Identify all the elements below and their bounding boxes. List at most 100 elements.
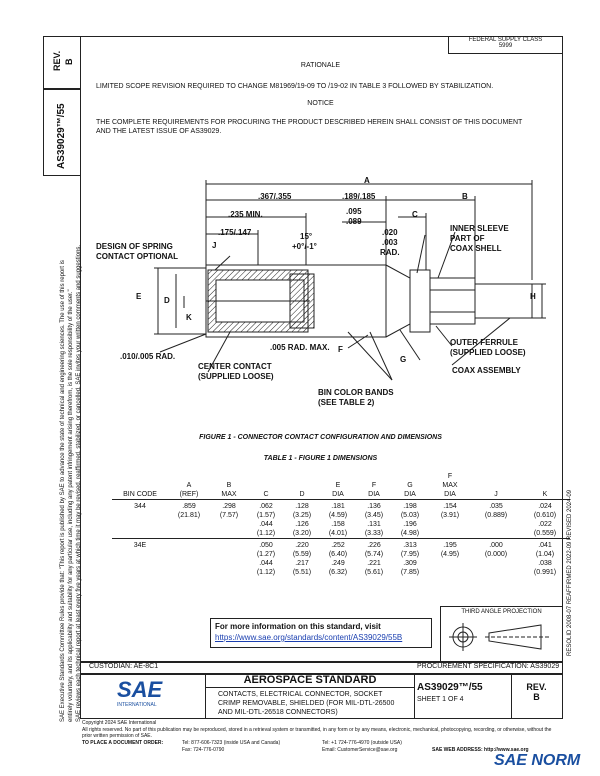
table-cell: .041 (1.04) .038 (0.991)	[533, 542, 557, 576]
table-cell: .226 (5.74) .221 (5.61)	[364, 542, 384, 576]
table-header-cell	[520, 472, 570, 481]
table-header-cell	[472, 481, 520, 490]
outer-ferrule-line2: (SUPPLIED LOOSE)	[450, 348, 526, 357]
spring-line1: DESIGN OF SPRING	[96, 242, 173, 251]
dim-15-tol: +0°/-1°	[292, 242, 317, 251]
table-cell: .050 (1.27) .044 (1.12)	[256, 542, 276, 576]
table-header-cell: F	[447, 473, 453, 480]
table-header-cell: DIA	[332, 491, 344, 498]
watermark: SAE NORM	[494, 752, 581, 769]
table-header-cell: BIN CODE	[123, 491, 157, 498]
table-row: 34E.050 (1.27) .044 (1.12).220 (5.59) .2…	[112, 538, 570, 578]
dim-c: C	[412, 210, 418, 219]
table-header-cell	[284, 481, 320, 490]
spring-label: DESIGN OF SPRING CONTACT OPTIONAL	[96, 242, 178, 262]
standard-description: CONTACTS, ELECTRICAL CONNECTOR, SOCKET C…	[218, 691, 395, 716]
dim-175: .175/.147	[218, 228, 252, 237]
table-header-cell: D	[299, 491, 305, 498]
rationale-text: LIMITED SCOPE REVISION REQUIRED TO CHANG…	[96, 83, 494, 90]
table-header-cell	[320, 472, 356, 481]
dim-15: 15°	[300, 232, 313, 241]
custodian-row: CUSTODIAN: AE-8C1 PROCUREMENT SPECIFICAT…	[80, 661, 563, 675]
table-cell: .198 (5.03) .196 (4.98)	[400, 503, 420, 537]
bands-line2: (SEE TABLE 2)	[318, 398, 375, 407]
procurement: PROCUREMENT SPECIFICATION: AS39029	[417, 663, 560, 670]
table-cell: .252 (6.40) .249 (6.32)	[328, 542, 348, 576]
center-contact-line1: CENTER CONTACT	[198, 362, 272, 371]
connector-drawing	[154, 180, 546, 381]
dim-e: E	[136, 292, 142, 301]
table-cell: .154 (3.91)	[440, 503, 460, 519]
title-rev: REV. B	[511, 674, 562, 718]
table-header-cell	[248, 481, 284, 490]
table-header-cell	[210, 472, 248, 481]
table-title: TABLE 1 - FIGURE 1 DIMENSIONS	[263, 455, 378, 462]
dim-g: G	[400, 355, 407, 364]
notice-text: THE COMPLETE REQUIREMENTS FOR PROCURING …	[96, 119, 523, 135]
dim-020: .020	[382, 228, 398, 237]
table-header-cell	[112, 481, 168, 490]
footer-tel: Tel: 877-606-7323 (inside USA and Canada…	[182, 739, 281, 746]
table-header-cell	[112, 472, 168, 481]
table-cell: .136 (3.45) .131 (3.33)	[364, 503, 384, 537]
table-cell: .128 (3.25) .126 (3.20)	[292, 503, 312, 537]
left-doc-id: AS39029™/55	[56, 103, 67, 169]
dim-h: H	[530, 292, 536, 301]
title-rev-label: REV.	[526, 682, 547, 692]
spring-line2: CONTACT OPTIONAL	[96, 252, 179, 261]
left-docid-box: AS39029™/55	[43, 88, 81, 176]
table-header-cell: F	[371, 482, 377, 489]
center-contact-line2: (SUPPLIED LOOSE)	[198, 372, 274, 381]
info-box-link[interactable]: https://www.sae.org/standards/content/AS…	[215, 633, 403, 642]
table-header-cell	[356, 472, 392, 481]
left-margin-notice-2: entirely voluntary, and its applicabilit…	[68, 289, 74, 722]
footer-rights: All rights reserved. No part of this pub…	[82, 726, 552, 740]
title-rev-value: B	[533, 692, 540, 702]
inner-sleeve-label: INNER SLEEVE PART OF COAX SHELL	[450, 224, 509, 254]
third-angle-label: THIRD ANGLE PROJECTION	[461, 609, 542, 615]
footer-order-label: TO PLACE A DOCUMENT ORDER:	[82, 739, 164, 746]
figure-caption: FIGURE 1 - CONNECTOR CONTACT CONFIGURATI…	[199, 434, 442, 441]
table-cell: .298 (7.57)	[219, 503, 239, 519]
table-header-cell: C	[263, 491, 269, 498]
sae-logo: SAE INTERNATIONAL	[117, 678, 167, 714]
third-angle-symbol	[449, 623, 549, 651]
title-center: AEROSPACE STANDARD CONTACTS, ELECTRICAL …	[205, 674, 415, 718]
sae-logo-sub: INTERNATIONAL	[117, 702, 157, 708]
footer: Copyright 2024 SAE International All rig…	[82, 720, 562, 754]
table-cell	[210, 539, 248, 578]
inner-sleeve-line1: INNER SLEEVE	[450, 224, 509, 233]
table-cell: .195 (4.95)	[440, 542, 460, 558]
table-cell: .024 (0.610) .022 (0.559)	[533, 503, 557, 537]
table-header-cell: DIA	[368, 491, 380, 498]
table-cell: .181 (4.59) .158 (4.01)	[328, 503, 348, 537]
table-row: 344 .859 (21.81) .298 (7.57) .062 (1.57) .0…	[112, 499, 570, 539]
federal-supply-box: FEDERAL SUPPLY CLASS 5999	[448, 36, 563, 54]
table-header-cell: J	[494, 491, 498, 498]
doc-number: AS39029™/55	[417, 682, 483, 693]
info-box: For more information on this standard, v…	[210, 618, 432, 648]
bands-line1: BIN COLOR BANDS	[318, 388, 394, 397]
dim-189: .189/.185	[342, 192, 376, 201]
title-block: SAE INTERNATIONAL AEROSPACE STANDARD CON…	[80, 673, 563, 719]
dim-005: .005 RAD. MAX.	[270, 343, 330, 352]
sheet-number: SHEET 1 OF 4	[417, 696, 464, 703]
table-cell: .000 (0.000)	[484, 542, 508, 558]
table-cell: .859 (21.81)	[177, 503, 201, 519]
table-header-cell: MAX	[442, 482, 458, 489]
dim-003: .003	[382, 238, 398, 247]
dim-j: J	[212, 241, 217, 250]
table-header-cell: (REF)	[179, 491, 199, 498]
table-cell: .035 (0.889)	[484, 503, 508, 519]
third-angle-box: THIRD ANGLE PROJECTION	[440, 606, 563, 663]
table-header-cell: K	[542, 491, 548, 498]
dim-k: K	[186, 313, 192, 322]
table-header-cell: B	[226, 482, 232, 489]
footer-web[interactable]: SAE WEB ADDRESS: http://www.sae.org	[432, 746, 529, 753]
inner-sleeve-line3: COAX SHELL	[450, 244, 502, 253]
table-cell: .062 (1.57) .044 (1.12)	[256, 503, 276, 537]
table-cell: 344	[134, 503, 146, 510]
